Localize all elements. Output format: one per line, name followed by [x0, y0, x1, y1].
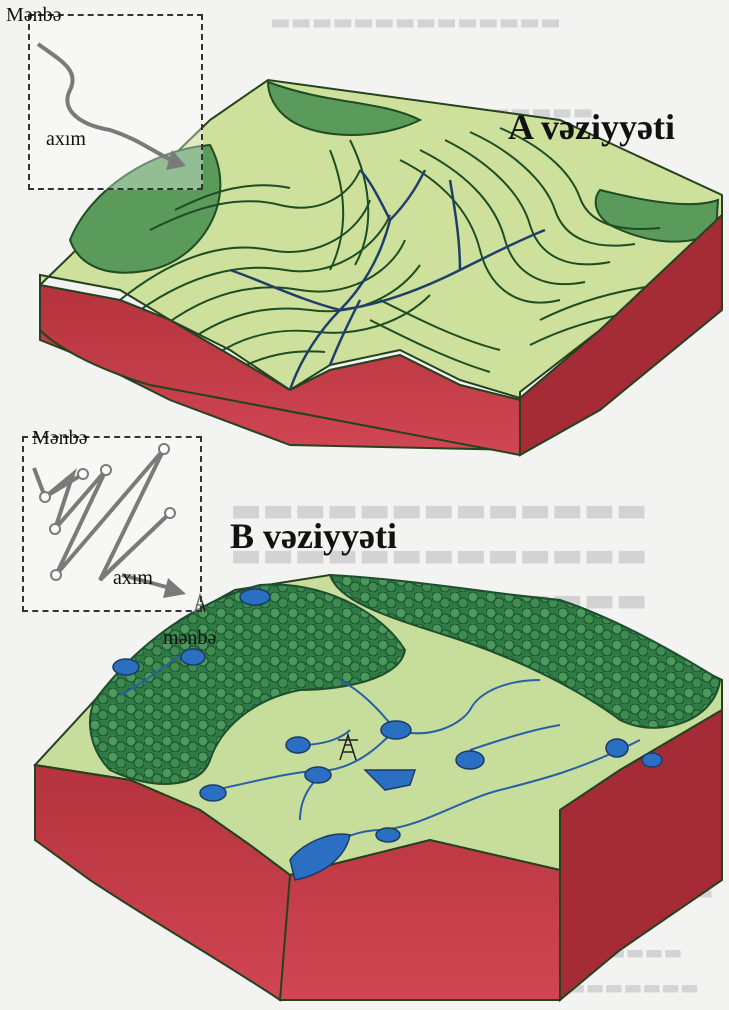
inset-a-flow-label: axım	[46, 128, 86, 151]
situation-b-title: B vəziyyəti	[230, 515, 397, 557]
block-b	[35, 575, 722, 1000]
lake	[305, 767, 331, 783]
lake	[240, 589, 270, 605]
inset-b-frame	[22, 436, 202, 612]
lake	[642, 753, 662, 767]
inset-b-flow-label: axım	[113, 567, 153, 590]
situation-a-title: A vəziyyəti	[508, 106, 675, 148]
lake	[456, 751, 484, 769]
lake	[381, 721, 411, 739]
lake	[181, 649, 205, 665]
lake	[286, 737, 310, 753]
inset-a-frame	[28, 14, 203, 190]
inset-b-end-label: mənbə	[163, 627, 216, 650]
lake	[113, 659, 139, 675]
lake	[376, 828, 400, 842]
inset-b-source-label: Mənbə	[32, 427, 88, 450]
inset-a-source-label: Mənbə	[6, 4, 62, 27]
lake	[200, 785, 226, 801]
lake	[606, 739, 628, 757]
